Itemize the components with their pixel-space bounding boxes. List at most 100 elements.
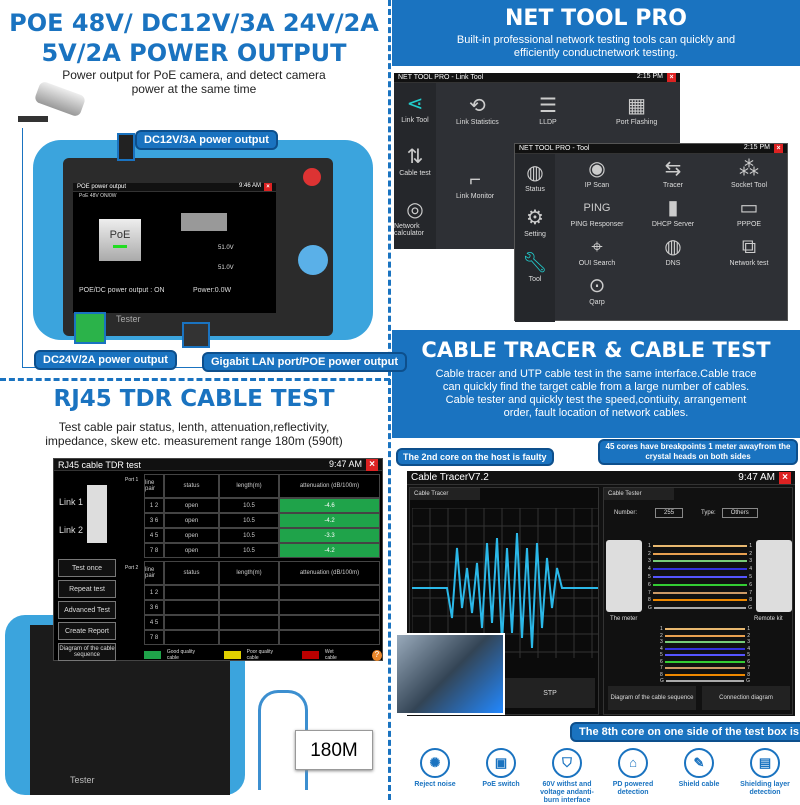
port1-label: Port 1	[125, 477, 139, 483]
dns[interactable]: ◍DNS	[635, 236, 711, 267]
tracer-subtitle-2: can quickly find the target cable from a…	[442, 381, 750, 393]
socket-tool[interactable]: ⁂Socket Tool	[711, 158, 787, 189]
callout-2nd-core: The 2nd core on the host is faulty	[396, 448, 554, 466]
type-field[interactable]: Others	[721, 508, 758, 518]
create-report-button[interactable]: Create Report	[58, 622, 116, 640]
empty-cell	[164, 615, 219, 630]
cell-pair: 7 8	[144, 543, 164, 558]
cell-pair: 7 8	[144, 630, 164, 645]
empty-cell	[279, 615, 380, 630]
close-icon[interactable]: ×	[366, 458, 378, 471]
cell-length: 10.5	[219, 543, 279, 558]
sidebar-network-calculator[interactable]: ◎Network calculator	[394, 199, 436, 237]
net-subtitle-2: efficiently conductnetwork testing.	[513, 47, 679, 59]
stp-button[interactable]: STP	[505, 678, 595, 708]
sidebar-setting[interactable]: ⚙Setting	[524, 207, 546, 238]
window-title: NET TOOL PRO - Tool	[519, 145, 590, 152]
ip-scan[interactable]: ◉IP Scan	[559, 158, 635, 189]
cell-pair: 1 2	[144, 498, 164, 513]
close-icon[interactable]: ×	[667, 73, 676, 82]
legend-swatch-good	[144, 651, 161, 659]
waveform-line	[412, 532, 598, 649]
dhcp-server[interactable]: ▮DHCP Server	[635, 197, 711, 228]
power-button[interactable]	[303, 168, 321, 186]
table-header: length(m)	[219, 561, 279, 585]
network-test[interactable]: ⧉Network test	[711, 236, 787, 267]
sidebar-tool[interactable]: 🔧︎Tool	[522, 252, 547, 283]
sidebar-status[interactable]: ◍Status	[525, 162, 545, 193]
port2-label: Port 2	[125, 565, 139, 571]
cell-pair: 4 5	[144, 615, 164, 630]
screen-time: 9:47 AM	[738, 471, 775, 483]
cable-diagram-button[interactable]: Diagram of the cable sequence	[608, 686, 696, 710]
voltage-2: 51.0V	[218, 265, 234, 271]
item-label: PPPOE	[736, 221, 762, 228]
close-icon[interactable]: ×	[779, 471, 791, 484]
cable-diagram-button[interactable]: Diagram of the cable sequence	[58, 643, 116, 661]
wire-num: 4	[648, 566, 651, 573]
wire-num: 1	[648, 542, 651, 549]
close-icon[interactable]: ×	[264, 183, 272, 191]
cell-pair: 3 6	[144, 600, 164, 615]
net-subtitle: Built-in professional network testing to…	[392, 34, 800, 60]
wire-num: 3	[749, 558, 752, 565]
number-field[interactable]: 255	[655, 508, 684, 518]
table-header: line pair	[144, 474, 164, 498]
rj45-port-icon	[87, 485, 107, 543]
feature-icon: ⌂	[618, 748, 648, 778]
wire-num: 1	[747, 626, 750, 633]
poe-button[interactable]: PoE	[99, 219, 141, 261]
port-flashing[interactable]: ▦Port Flashing	[616, 95, 657, 126]
tracer[interactable]: ⇆Tracer	[635, 158, 711, 189]
qarp[interactable]: ⊙ Qarp	[559, 275, 635, 306]
wire-line	[652, 552, 748, 555]
sidebar-label: Network calculator	[394, 223, 424, 237]
wire-num: 5	[749, 574, 752, 581]
connection-diagram-button[interactable]: Connection diagram	[702, 686, 790, 710]
sidebar-link-tool[interactable]: ⋖Link Tool	[401, 93, 429, 124]
close-icon[interactable]: ×	[774, 144, 783, 153]
wrench-icon: 🔧︎	[522, 252, 548, 274]
sidebar-cable-test[interactable]: ⇅Cable test	[399, 146, 431, 177]
rj45-port-icon	[181, 213, 227, 231]
legend-swatch-poor	[223, 651, 241, 659]
tab-cable-tester[interactable]: Cable Tester	[604, 488, 674, 500]
cell-pair: 3 6	[144, 513, 164, 528]
pppoe[interactable]: ▭PPPOE	[711, 197, 787, 228]
callout-45-cores: 45 cores have breakpoints 1 meter awayfr…	[598, 439, 798, 465]
lldp[interactable]: ☰LLDP	[539, 95, 557, 126]
link-statistics[interactable]: ⟲Link Statistics	[456, 95, 499, 126]
tdr-subtitle-1: Test cable pair status, lenth, attenuati…	[58, 420, 330, 434]
voltage-1: 51.0V	[218, 245, 234, 251]
item-label: Qarp	[589, 299, 605, 306]
tab-cable-tracer[interactable]: Cable Tracer	[410, 488, 480, 500]
screen-title: Cable TracerV7.2	[411, 472, 489, 483]
poe-output-status: POE/DC power output : ON	[79, 287, 165, 294]
repeat-test-button[interactable]: Repeat test	[58, 580, 116, 598]
dpad[interactable]	[298, 245, 328, 275]
oui-search[interactable]: ⌖OUI Search	[559, 236, 635, 267]
tdr-title: RJ45 TDR CABLE TEST	[53, 386, 335, 412]
link-monitor[interactable]: ⌐Link Monitor	[456, 169, 494, 200]
advanced-test-button[interactable]: Advanced Test	[58, 601, 116, 619]
tracer-subtitle-1: Cable tracer and UTP cable test in the s…	[435, 368, 757, 380]
qarp-icon: ⊙	[588, 275, 606, 297]
share-icon: ⋖	[406, 93, 424, 115]
screen-title: RJ45 cable TDR test	[58, 459, 141, 470]
test-once-button[interactable]: Test once	[58, 559, 116, 577]
help-icon[interactable]: ?	[371, 649, 382, 661]
meter-connector-icon	[606, 540, 642, 612]
gear-icon: ⚙	[526, 207, 544, 229]
map-pin-icon: ⌖	[591, 236, 603, 258]
sidebar-label: Status	[525, 186, 545, 193]
table-header: attenuation (dB/100m)	[279, 474, 380, 498]
